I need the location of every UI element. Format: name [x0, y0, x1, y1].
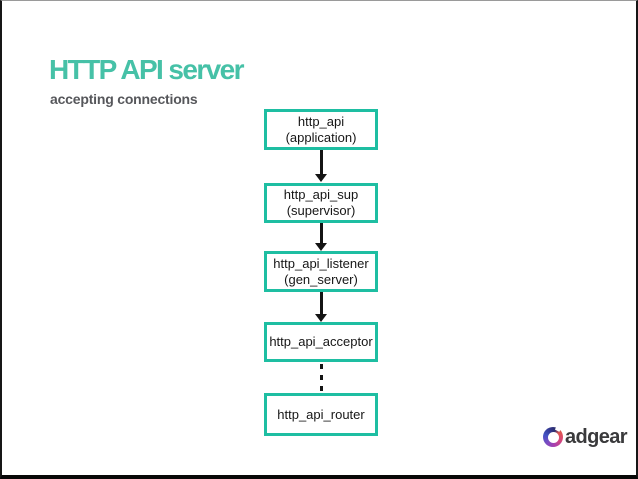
node-label: http_api_acceptor	[269, 334, 373, 349]
adgear-ring-icon	[543, 427, 563, 447]
arrow-down-icon	[315, 243, 327, 251]
node-label: http_api_sup	[283, 187, 359, 202]
node-http-api-sup: http_api_sup (supervisor)	[264, 183, 378, 223]
connector-dashed-line	[320, 364, 323, 391]
node-label: http_api	[297, 113, 345, 129]
arrow-down-icon	[315, 314, 327, 322]
slide-subtitle: accepting connections	[50, 91, 198, 107]
node-sublabel: (supervisor)	[286, 203, 356, 218]
node-http-api-router: http_api_router	[264, 393, 378, 436]
node-sublabel: (gen_server)	[284, 271, 358, 287]
arrow-down-icon	[315, 174, 327, 182]
connector-line-2	[320, 223, 323, 244]
node-label: http_api_listener	[273, 255, 369, 271]
node-http-api: http_api (application)	[264, 109, 378, 150]
node-label: http_api_router	[277, 406, 365, 422]
connector-line-1	[320, 150, 323, 175]
slide-title: HTTP API server	[49, 54, 244, 85]
node-http-api-acceptor: http_api_acceptor	[264, 322, 378, 362]
node-http-api-listener: http_api_listener (gen_server)	[264, 251, 378, 292]
adgear-wordmark: adgear	[565, 426, 628, 448]
node-sublabel: (application)	[285, 129, 357, 145]
adgear-logo: adgear	[543, 426, 628, 448]
connector-line-3	[320, 292, 323, 315]
